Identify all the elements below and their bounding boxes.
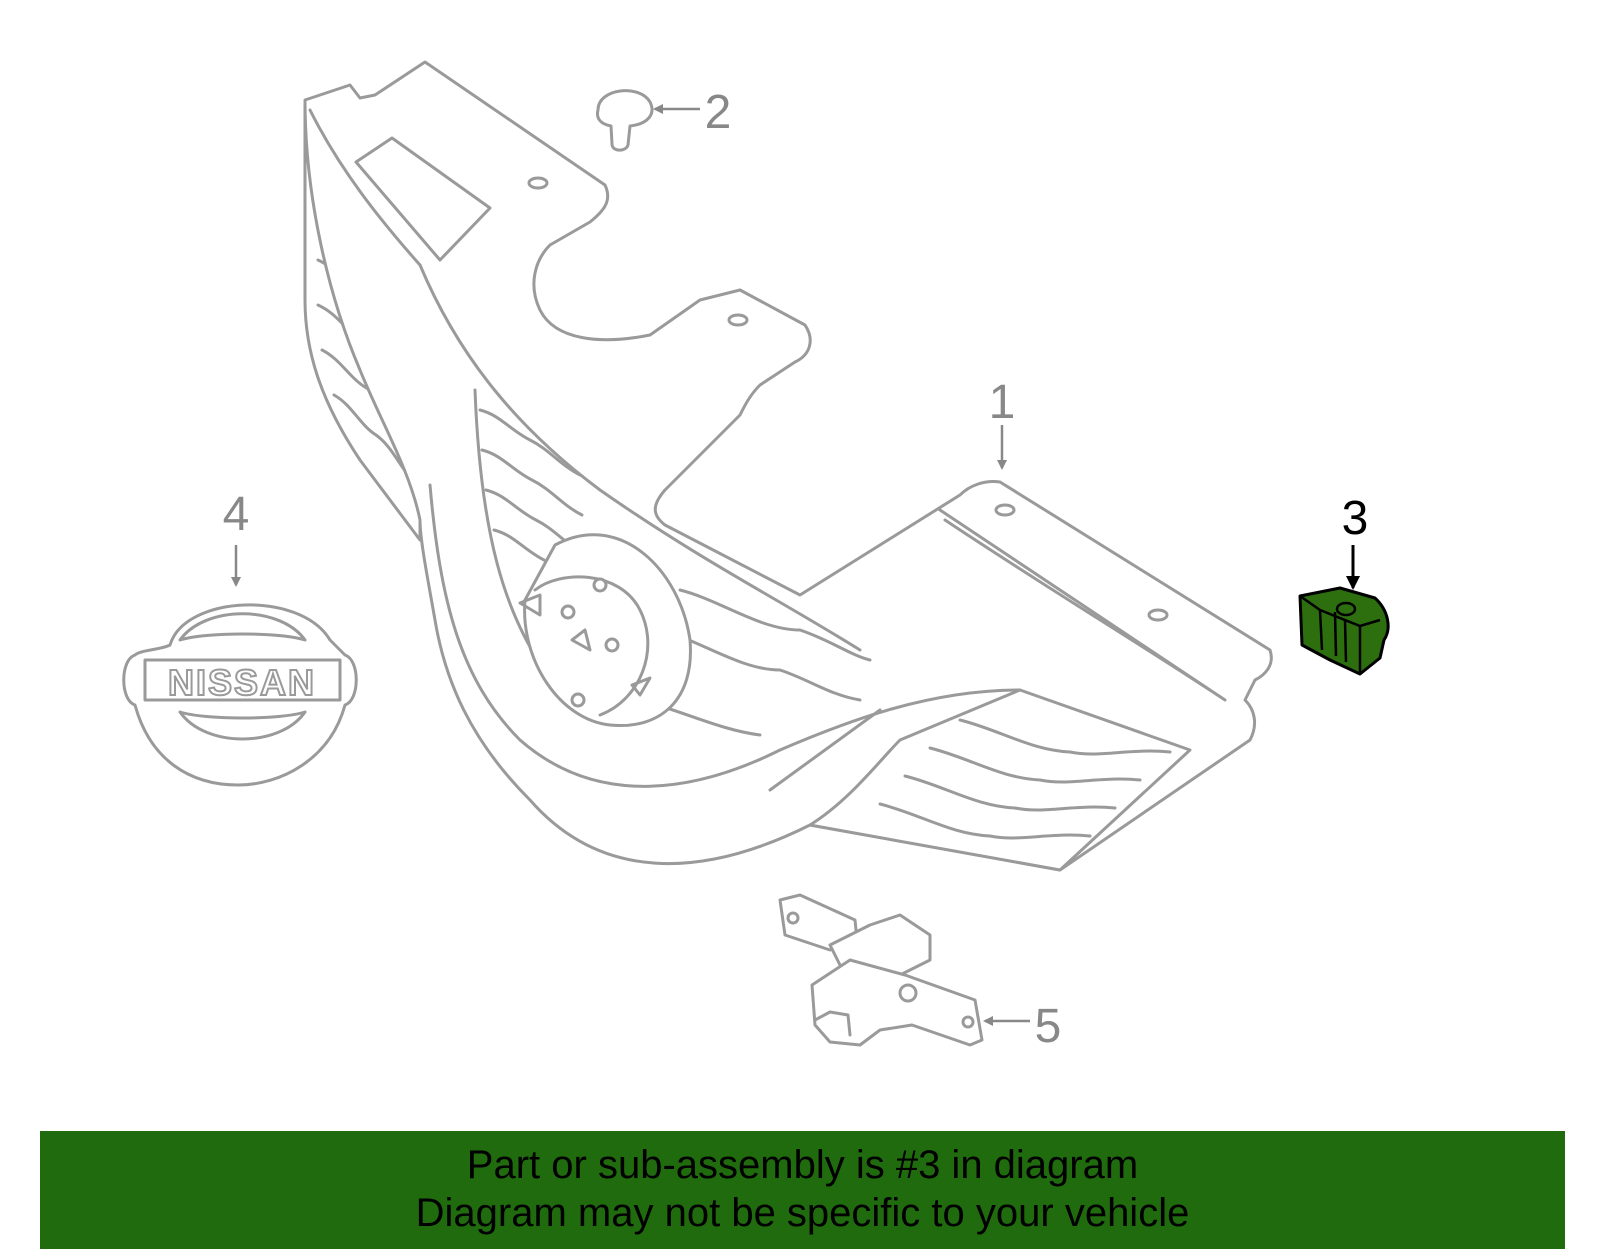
info-banner: Part or sub-assembly is #3 in diagram Di… (40, 1131, 1565, 1249)
callout-number-1: 1 (989, 376, 1016, 429)
emblem-text: NISSAN (168, 662, 316, 703)
banner-line-2: Diagram may not be specific to your vehi… (415, 1191, 1190, 1235)
callout-number-2: 2 (705, 86, 732, 139)
clip-part-2 (596, 89, 654, 152)
emblem-part-4: NISSAN (122, 603, 358, 787)
sensor-bracket-part-5 (778, 893, 984, 1047)
bracket-part-3 (1298, 586, 1390, 676)
callout-number-5: 5 (1035, 1000, 1062, 1053)
grille-assembly-part-1 (303, 60, 1273, 872)
callout-number-3: 3 (1342, 492, 1369, 545)
banner-line-1: Part or sub-assembly is #3 in diagram (466, 1143, 1139, 1187)
callout-number-4: 4 (223, 488, 250, 541)
